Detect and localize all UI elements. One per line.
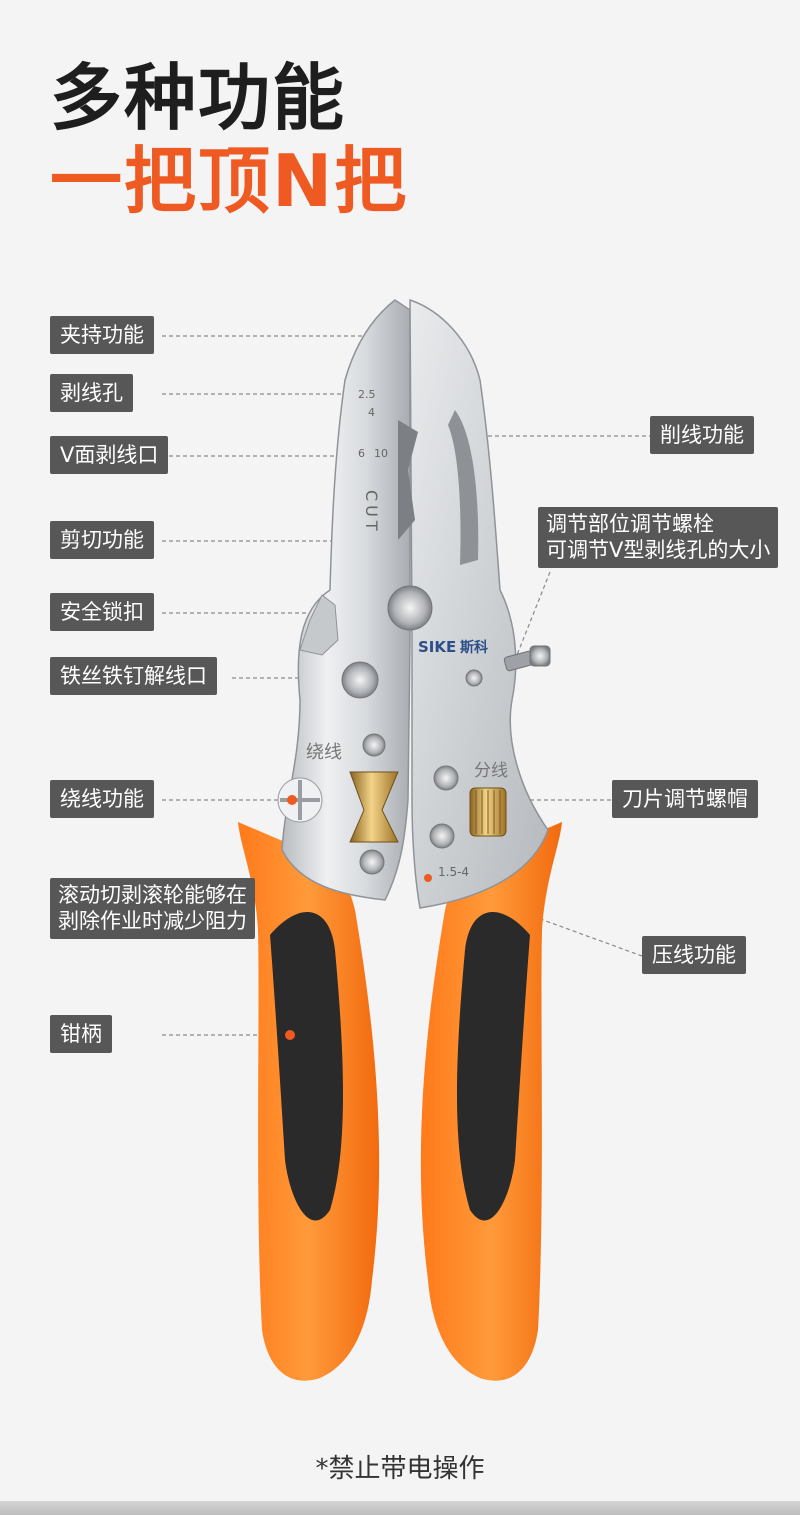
label-handle: 钳柄 — [50, 1015, 112, 1054]
marking-6: 6 — [358, 447, 365, 460]
label-v-strip: V面剥线口 — [50, 436, 169, 475]
handles — [238, 822, 562, 1381]
marking-2-5: 2.5 — [358, 388, 376, 401]
label-roller-line-1: 滚动切剥滚轮能够在 — [58, 883, 247, 907]
label-strip-hole: 剥线孔 — [50, 374, 133, 413]
crimp-stamp: 1.5-4 — [438, 865, 469, 879]
split-stamp: 分线 — [474, 761, 508, 781]
label-adjust-bolt: 调节部位调节螺栓 可调节V型剥线孔的大小 — [538, 507, 779, 568]
winding-stamp: 绕线 — [306, 742, 342, 763]
bottom-bar — [0, 1501, 800, 1515]
steel-body — [277, 298, 551, 909]
label-adjust-line-2: 可调节V型剥线孔的大小 — [546, 538, 771, 563]
label-safety-lock: 安全锁扣 — [50, 593, 154, 632]
label-clamp-function: 夹持功能 — [50, 316, 154, 355]
label-blade-cap: 刀片调节螺帽 — [612, 780, 758, 819]
marking-4: 4 — [368, 406, 375, 419]
label-shave-function: 削线功能 — [650, 416, 754, 455]
label-adjust-line-1: 调节部位调节螺栓 — [546, 512, 714, 536]
safety-footnote: *禁止带电操作 — [315, 1454, 485, 1484]
label-winding-function: 绕线功能 — [50, 780, 154, 819]
brand-logo: SIKE — [418, 638, 456, 656]
label-roller-line-2: 剥除作业时减少阻力 — [58, 909, 247, 934]
headline-line-1: 多种功能 — [50, 56, 347, 140]
headline-line-2: 一把顶N把 — [50, 139, 409, 223]
brand-logo-cn: 斯科 — [460, 639, 488, 656]
label-crimp-function: 压线功能 — [642, 936, 746, 975]
label-cut-function: 剪切功能 — [50, 521, 154, 560]
label-wire-nail-release: 铁丝铁钉解线口 — [50, 657, 217, 696]
tool-markings: 2.5 4 6 10 CUT SIKE 斯科 绕线 分线 1.5-4 — [306, 388, 508, 879]
label-roller: 滚动切剥滚轮能够在 剥除作业时减少阻力 — [50, 878, 255, 939]
cut-stamp: CUT — [362, 490, 381, 535]
marking-10: 10 — [374, 447, 388, 460]
